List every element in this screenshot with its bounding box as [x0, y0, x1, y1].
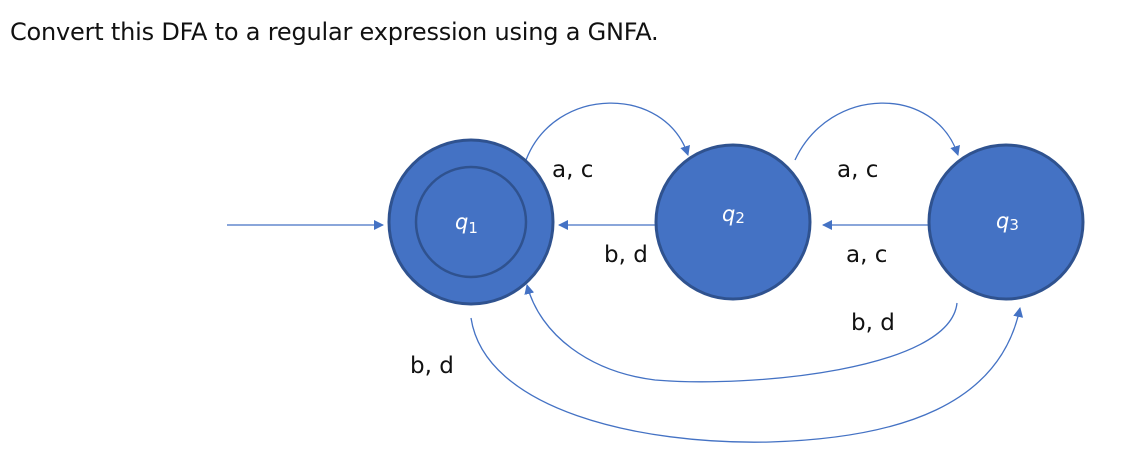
edge-label-q1-q2: a, c [552, 157, 593, 183]
edge-label-q3-q1: b, d [851, 310, 895, 336]
edge-label-q2-q3: a, c [837, 157, 878, 183]
edge-q1-q2 [525, 102, 690, 161]
state-q3-label: q3 [996, 209, 1019, 234]
edge-label-q3-q2: a, c [846, 242, 887, 268]
state-q2-label: q2 [722, 202, 745, 227]
edge-q3-q1 [524, 284, 958, 383]
state-q3: q3 [927, 143, 1085, 301]
edge-label-q1-q3: b, d [410, 353, 454, 379]
edge-q1-q3 [470, 307, 1024, 443]
edge-q2-q3 [794, 102, 960, 161]
state-q1-label: q1 [455, 210, 478, 237]
state-q2: q2 [654, 143, 812, 301]
question-prompt: Convert this DFA to a regular expression… [10, 18, 659, 46]
state-q1: q1 [387, 138, 555, 306]
edge-label-q2-q1: b, d [604, 242, 648, 268]
accepting-ring [414, 165, 528, 279]
